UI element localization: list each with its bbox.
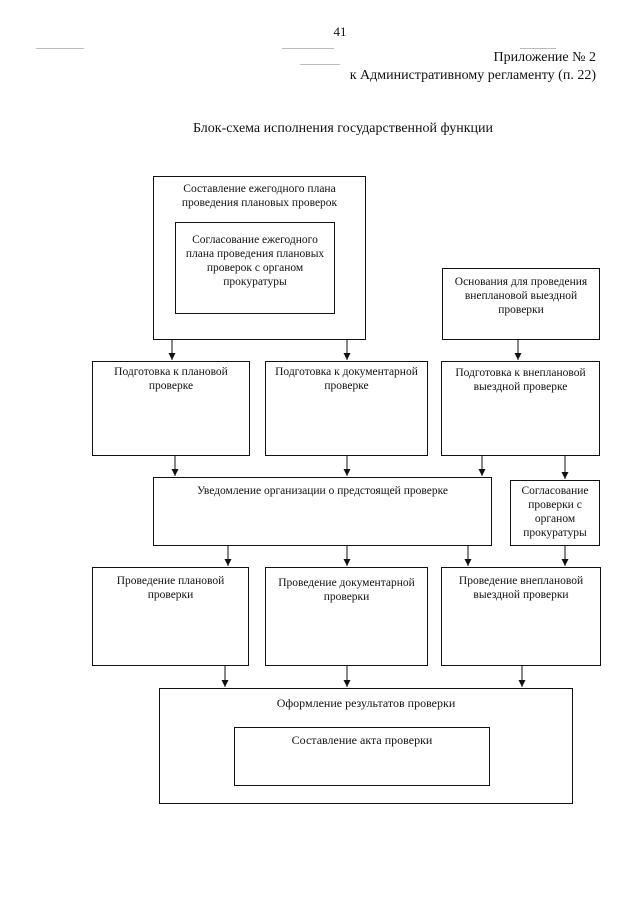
appendix-reference: к Административному регламенту (п. 22) bbox=[349, 68, 596, 83]
box-conduct-documentary: Проведение документарной проверки bbox=[265, 567, 428, 666]
box-prep-unscheduled-label: Подготовка к внеплановой выездной провер… bbox=[455, 367, 586, 393]
box-notification-label: Уведомление организации о предстоящей пр… bbox=[197, 485, 448, 497]
box-prosecutor-approval-label: Согласование проверки с органом прокурат… bbox=[521, 485, 589, 539]
box-conduct-unscheduled-label: Проведение внеплановой выездной проверки bbox=[458, 575, 584, 601]
box-results-label: Оформление результатов проверки bbox=[276, 696, 456, 710]
scan-noise bbox=[520, 48, 556, 49]
box-plan-approval-label: Согласование ежегодного плана проведения… bbox=[185, 234, 325, 288]
box-act-label: Составление акта проверки bbox=[291, 733, 433, 747]
box-conduct-unscheduled: Проведение внеплановой выездной проверки bbox=[441, 567, 601, 666]
scan-noise bbox=[282, 48, 334, 49]
box-conduct-documentary-label: Проведение документарной проверки bbox=[278, 577, 415, 603]
box-unscheduled-grounds: Основания для проведения внеплановой вые… bbox=[442, 268, 600, 340]
box-plan-approval: Согласование ежегодного плана проведения… bbox=[175, 222, 335, 314]
box-prep-unscheduled: Подготовка к внеплановой выездной провер… bbox=[441, 361, 600, 456]
page-number: 41 bbox=[333, 24, 347, 39]
box-notification: Уведомление организации о предстоящей пр… bbox=[153, 477, 492, 546]
scan-noise bbox=[36, 48, 84, 49]
box-prep-scheduled-label: Подготовка к плановой проверке bbox=[114, 366, 228, 392]
box-prep-scheduled: Подготовка к плановой проверке bbox=[92, 361, 250, 456]
box-conduct-scheduled: Проведение плановой проверки bbox=[92, 567, 249, 666]
scan-noise bbox=[300, 64, 340, 65]
box-prosecutor-approval: Согласование проверки с органом прокурат… bbox=[510, 480, 600, 546]
box-unscheduled-grounds-label: Основания для проведения внеплановой вые… bbox=[454, 276, 588, 316]
flowchart-title: Блок-схема исполнения государственной фу… bbox=[192, 121, 494, 136]
box-prep-documentary-label: Подготовка к документарной проверке bbox=[275, 366, 418, 392]
box-conduct-scheduled-label: Проведение плановой проверки bbox=[116, 575, 225, 601]
appendix-title: Приложение № 2 bbox=[493, 50, 597, 65]
box-annual-plan-label: Составление ежегодного плана проведения … bbox=[181, 183, 338, 209]
box-prep-documentary: Подготовка к документарной проверке bbox=[265, 361, 428, 456]
box-act: Составление акта проверки bbox=[234, 727, 490, 786]
